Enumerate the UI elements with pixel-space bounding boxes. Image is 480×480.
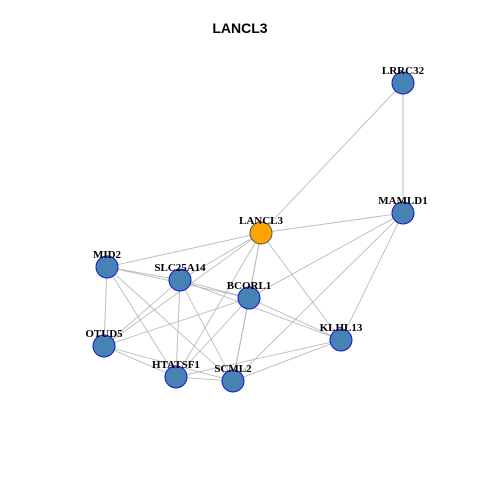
edge-mamld1-klhl13 [340, 212, 404, 341]
node-htatsf1[interactable]: HTATSF1 [152, 359, 200, 389]
edge-bcorl1-scml2 [232, 297, 250, 382]
edge-lrrc32-lancl3 [260, 82, 404, 234]
graph-title: LANCL3 [212, 20, 268, 36]
edge-slc25a14-klhl13 [179, 279, 342, 341]
node-scml2[interactable]: SCML2 [214, 363, 252, 393]
node-label: MAMLD1 [378, 195, 428, 207]
focus-node-circle[interactable] [249, 221, 273, 245]
node-label: SCML2 [214, 363, 252, 375]
node-mid2[interactable]: MID2 [93, 249, 122, 279]
edge-mamld1-scml2 [232, 212, 404, 382]
node-label: LRRC32 [382, 65, 425, 77]
node-circle[interactable] [168, 268, 192, 292]
edge-lancl3-htatsf1 [175, 232, 262, 378]
node-mamld1[interactable]: MAMLD1 [378, 195, 428, 225]
edge-lancl3-slc25a14 [179, 232, 262, 281]
node-circle[interactable] [237, 286, 261, 310]
node-lancl3[interactable]: LANCL3 [239, 215, 284, 245]
nodes-layer: LRRC32MAMLD1LANCL3MID2SLC25A14BCORL1KLHL… [85, 65, 428, 393]
node-otud5[interactable]: OTUD5 [85, 328, 123, 358]
edge-slc25a14-scml2 [179, 279, 234, 382]
node-circle[interactable] [164, 365, 188, 389]
edge-otud5-scml2 [103, 345, 234, 382]
node-lrrc32[interactable]: LRRC32 [382, 65, 425, 95]
node-circle[interactable] [329, 328, 353, 352]
node-circle[interactable] [391, 201, 415, 225]
node-circle[interactable] [391, 71, 415, 95]
node-circle[interactable] [92, 334, 116, 358]
edge-bcorl1-htatsf1 [175, 297, 250, 378]
edge-slc25a14-htatsf1 [175, 279, 181, 378]
edge-lancl3-klhl13 [260, 232, 342, 341]
edge-mamld1-lancl3 [260, 212, 404, 234]
edge-bcorl1-klhl13 [248, 297, 342, 341]
node-slc25a14[interactable]: SLC25A14 [154, 262, 206, 292]
edge-slc25a14-bcorl1 [179, 279, 250, 299]
node-klhl13[interactable]: KLHL13 [320, 322, 363, 352]
node-label: MID2 [93, 249, 122, 261]
node-label: SLC25A14 [154, 262, 206, 274]
edge-otud5-htatsf1 [103, 345, 177, 378]
node-circle[interactable] [221, 369, 245, 393]
node-circle[interactable] [95, 255, 119, 279]
node-bcorl1[interactable]: BCORL1 [227, 280, 272, 310]
edge-mid2-slc25a14 [106, 266, 181, 281]
edge-klhl13-scml2 [232, 339, 342, 382]
edges-layer [103, 82, 404, 382]
edge-lancl3-mid2 [106, 232, 262, 268]
edge-mid2-htatsf1 [106, 266, 177, 378]
node-label: OTUD5 [85, 328, 123, 340]
node-label: KLHL13 [320, 322, 363, 334]
edge-mid2-otud5 [103, 266, 108, 347]
edge-slc25a14-otud5 [103, 279, 181, 347]
node-label: LANCL3 [239, 215, 284, 227]
node-label: HTATSF1 [152, 359, 200, 371]
edge-bcorl1-otud5 [103, 297, 250, 347]
edge-klhl13-htatsf1 [175, 339, 342, 378]
edge-mamld1-bcorl1 [248, 212, 404, 299]
node-label: BCORL1 [227, 280, 272, 292]
